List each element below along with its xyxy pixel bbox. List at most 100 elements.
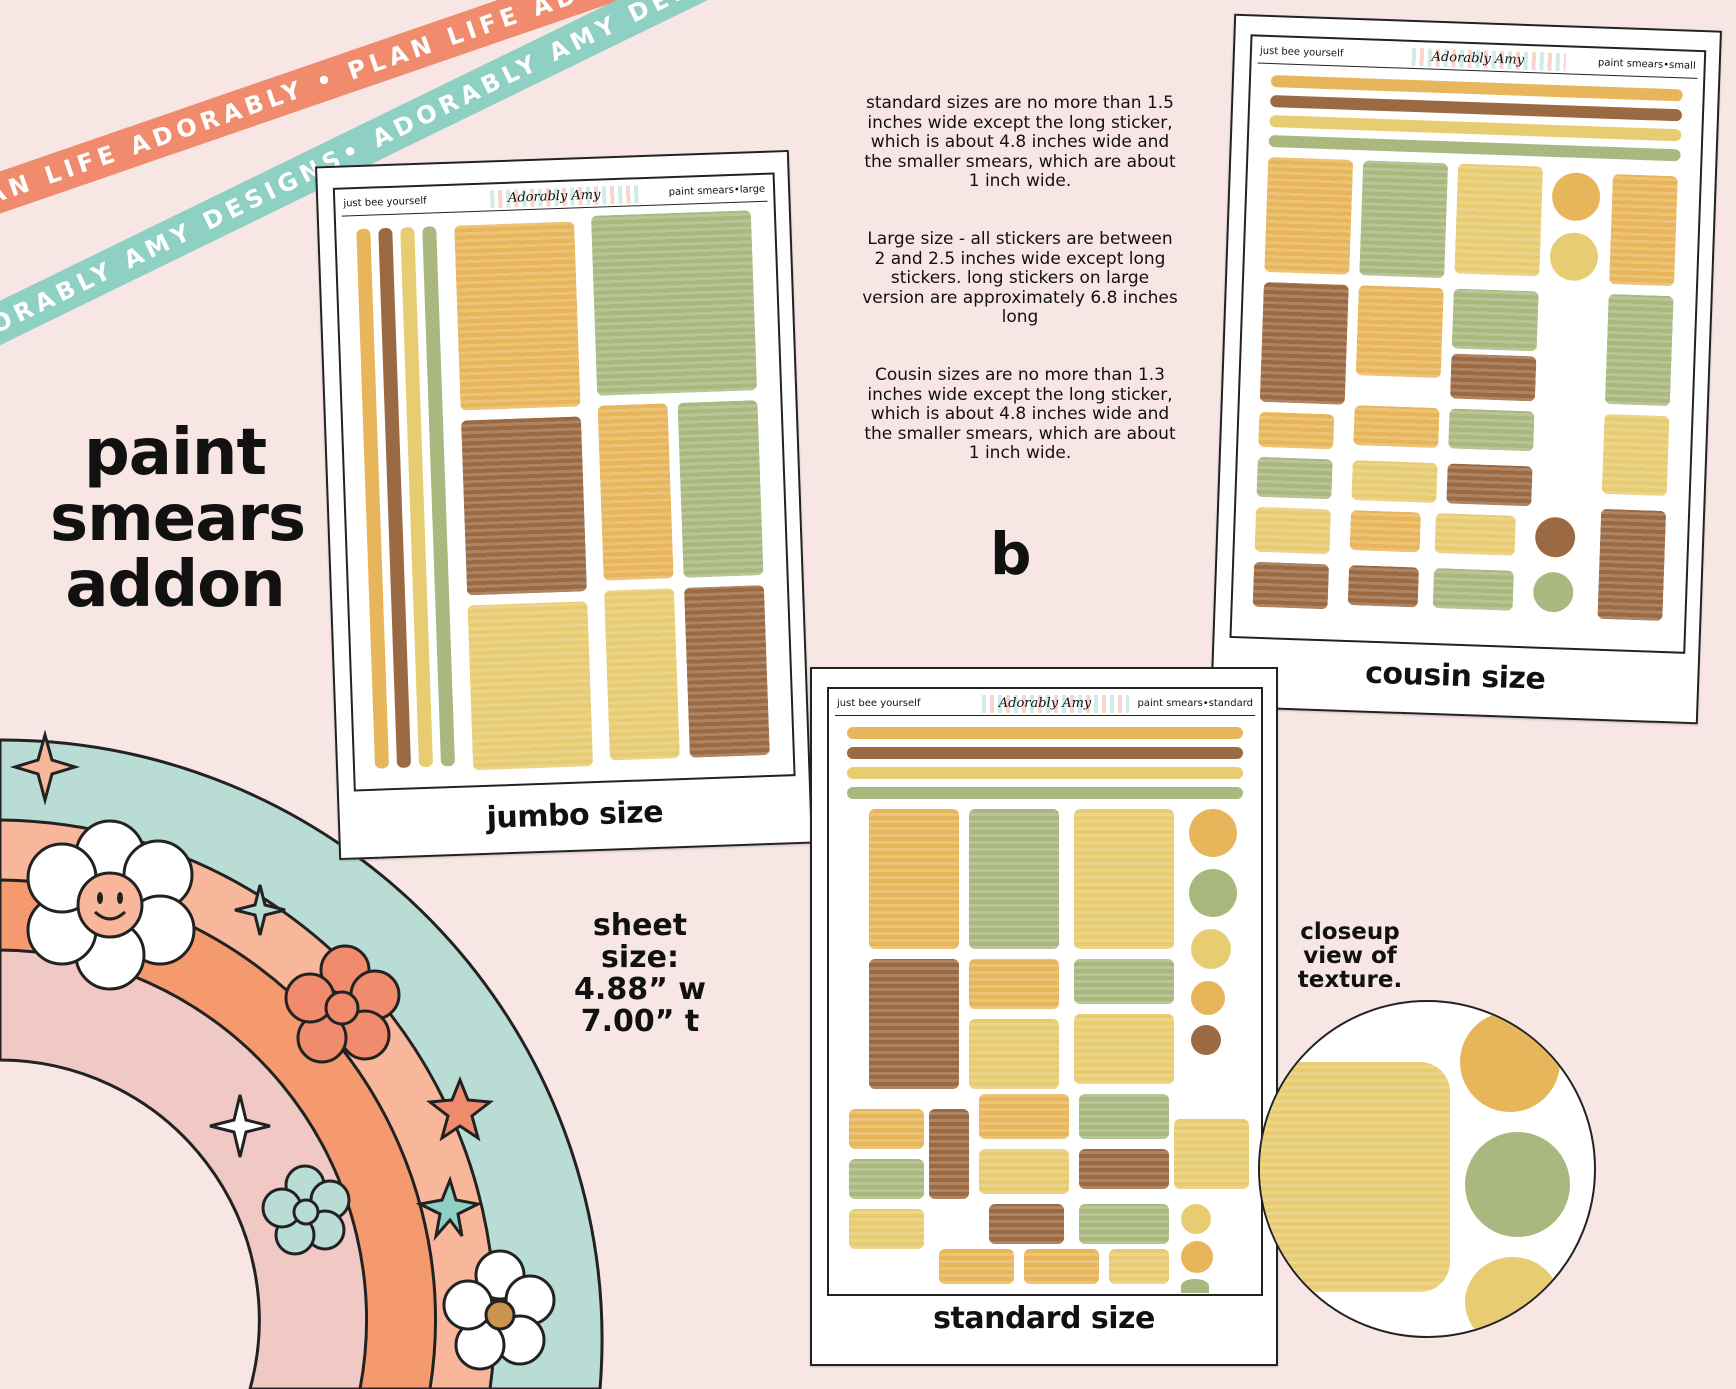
paint-smear-sticker [1549,231,1599,282]
paint-smear-sticker [979,1094,1069,1139]
paint-smear-sticker [677,400,764,578]
paint-smear-sticker [454,221,581,411]
paint-smear-sticker [1359,160,1449,279]
paint-smear-sticker [1191,981,1225,1015]
title-line-1: paint [83,416,267,490]
paint-smear-sticker [849,1159,924,1199]
paint-smear-sticker [1181,1279,1209,1293]
paint-smear-sticker [1074,1014,1174,1084]
paint-smear-sticker [969,809,1059,949]
paint-smear-sticker [1189,809,1237,857]
paint-smear-sticker [1448,408,1535,452]
cousin-size-card: just bee yourself Adorably Amy paint sme… [1210,13,1722,725]
sheet-header-right: paint smears•standard [1137,698,1254,709]
header-stripes [982,695,1129,713]
sheet-size-line-3: 7.00” t [580,1004,700,1039]
sparkle-icon [234,884,286,936]
paint-smear-sticker [1079,1094,1169,1139]
cousin-sticker-sheet: just bee yourself Adorably Amy paint sme… [1229,34,1707,654]
paint-smear-sticker [1551,171,1601,222]
paint-smear-sticker [1597,508,1667,622]
paint-smear-sticker [1079,1149,1169,1189]
paint-smear-sticker [847,727,1243,739]
paint-smear-sticker [1609,174,1678,287]
paint-smear-sticker [939,1249,1014,1284]
jumbo-size-card: just bee yourself Adorably Amy paint sme… [315,149,813,861]
standard-size-card: just bee yourself Adorably Amy paint sme… [810,667,1278,1366]
paint-smear-sticker [460,416,588,596]
paint-smear-sticker [969,959,1059,1009]
paint-smear-sticker [1347,565,1420,608]
paint-smear-sticker [1465,1257,1560,1336]
paint-smear-sticker [1355,285,1444,379]
closeup-line-1: closeup [1300,919,1400,945]
paint-smear-sticker [1252,561,1330,610]
paint-smear-sticker [1024,1249,1099,1284]
paint-smear-sticker [1191,1025,1221,1055]
texture-closeup [1258,1000,1596,1338]
standard-sticker-sheet: just bee yourself Adorably Amy paint sme… [827,687,1263,1296]
paint-smear-sticker [683,585,770,758]
title-line-3: addon [65,548,285,622]
paint-smear-sticker [1351,460,1438,504]
paint-smear-sticker [847,767,1243,779]
paint-smear-sticker [1264,156,1354,275]
closeup-line-2: view of [1303,943,1397,969]
rainbow-illustration [0,729,604,1389]
sheet-header-left: just bee yourself [837,698,921,709]
smiley-flower-icon [26,819,196,991]
paint-smear-sticker [1353,405,1440,449]
variant-letter: b [990,520,1032,588]
paint-smear-sticker [1259,281,1349,405]
cousin-size-description: Cousin sizes are no more than 1.3 inches… [864,365,1176,463]
paint-smear-sticker [1079,1204,1169,1244]
sheet-size-note: sheet size: 4.88” w 7.00” t [560,910,720,1038]
cousin-size-label: cousin size [1364,655,1546,697]
paint-smear-sticker [969,1019,1059,1089]
paint-smear-sticker [597,403,674,581]
star-icon [415,1175,483,1242]
paint-smear-sticker [979,1149,1069,1194]
sheet-header-right: paint smears•small [1597,57,1696,72]
paint-smear-sticker [847,747,1243,759]
paint-smear-sticker [1451,288,1539,352]
brand-logo: Adorably Amy [998,696,1092,711]
paint-smear-sticker [1534,516,1576,558]
paint-smear-sticker [1189,869,1237,917]
standard-size-label: standard size [933,1301,1155,1336]
orange-flower-icon [284,944,401,1064]
sparkle-icon [9,729,81,806]
paint-smear-sticker [1349,510,1421,553]
paint-smear-sticker [1446,463,1533,507]
paint-smear-sticker [869,809,959,949]
paint-smear-sticker [929,1109,969,1199]
paint-smear-sticker [1434,513,1516,556]
paint-smear-sticker [847,787,1243,799]
sheet-header: just bee yourself Adorably Amy paint sme… [835,693,1255,716]
star-icon [426,1075,494,1142]
paint-smear-sticker [1604,293,1674,407]
large-size-description: Large size - all stickers are between 2 … [862,229,1178,327]
closeup-line-3: texture. [1297,967,1403,993]
paint-smear-sticker [1191,929,1231,969]
sheet-header: just bee yourself Adorably Amy paint sme… [340,178,768,217]
paint-smear-sticker [1256,456,1333,500]
paint-smear-sticker [1074,959,1174,1004]
paint-smear-sticker [1432,568,1514,611]
sheet-header-right: paint smears•large [668,183,766,199]
paint-smear-sticker [1532,571,1574,613]
paint-smear-sticker [849,1209,924,1249]
paint-smear-sticker [989,1204,1064,1244]
paint-smear-sticker [604,588,680,761]
paint-smear-sticker [1454,163,1544,277]
sparkle-icon [209,1094,271,1158]
sheet-header: just bee yourself Adorably Amy paint sme… [1257,40,1699,79]
paint-smear-sticker [1174,1119,1249,1189]
paint-smear-sticker [467,601,594,771]
paint-smear-sticker [1449,353,1537,402]
paint-smear-sticker [1074,809,1174,949]
jumbo-size-label: jumbo size [486,794,664,836]
paint-smear-sticker [1258,411,1335,450]
paint-smear-sticker [1601,413,1670,497]
paint-smear-sticker [590,210,758,396]
